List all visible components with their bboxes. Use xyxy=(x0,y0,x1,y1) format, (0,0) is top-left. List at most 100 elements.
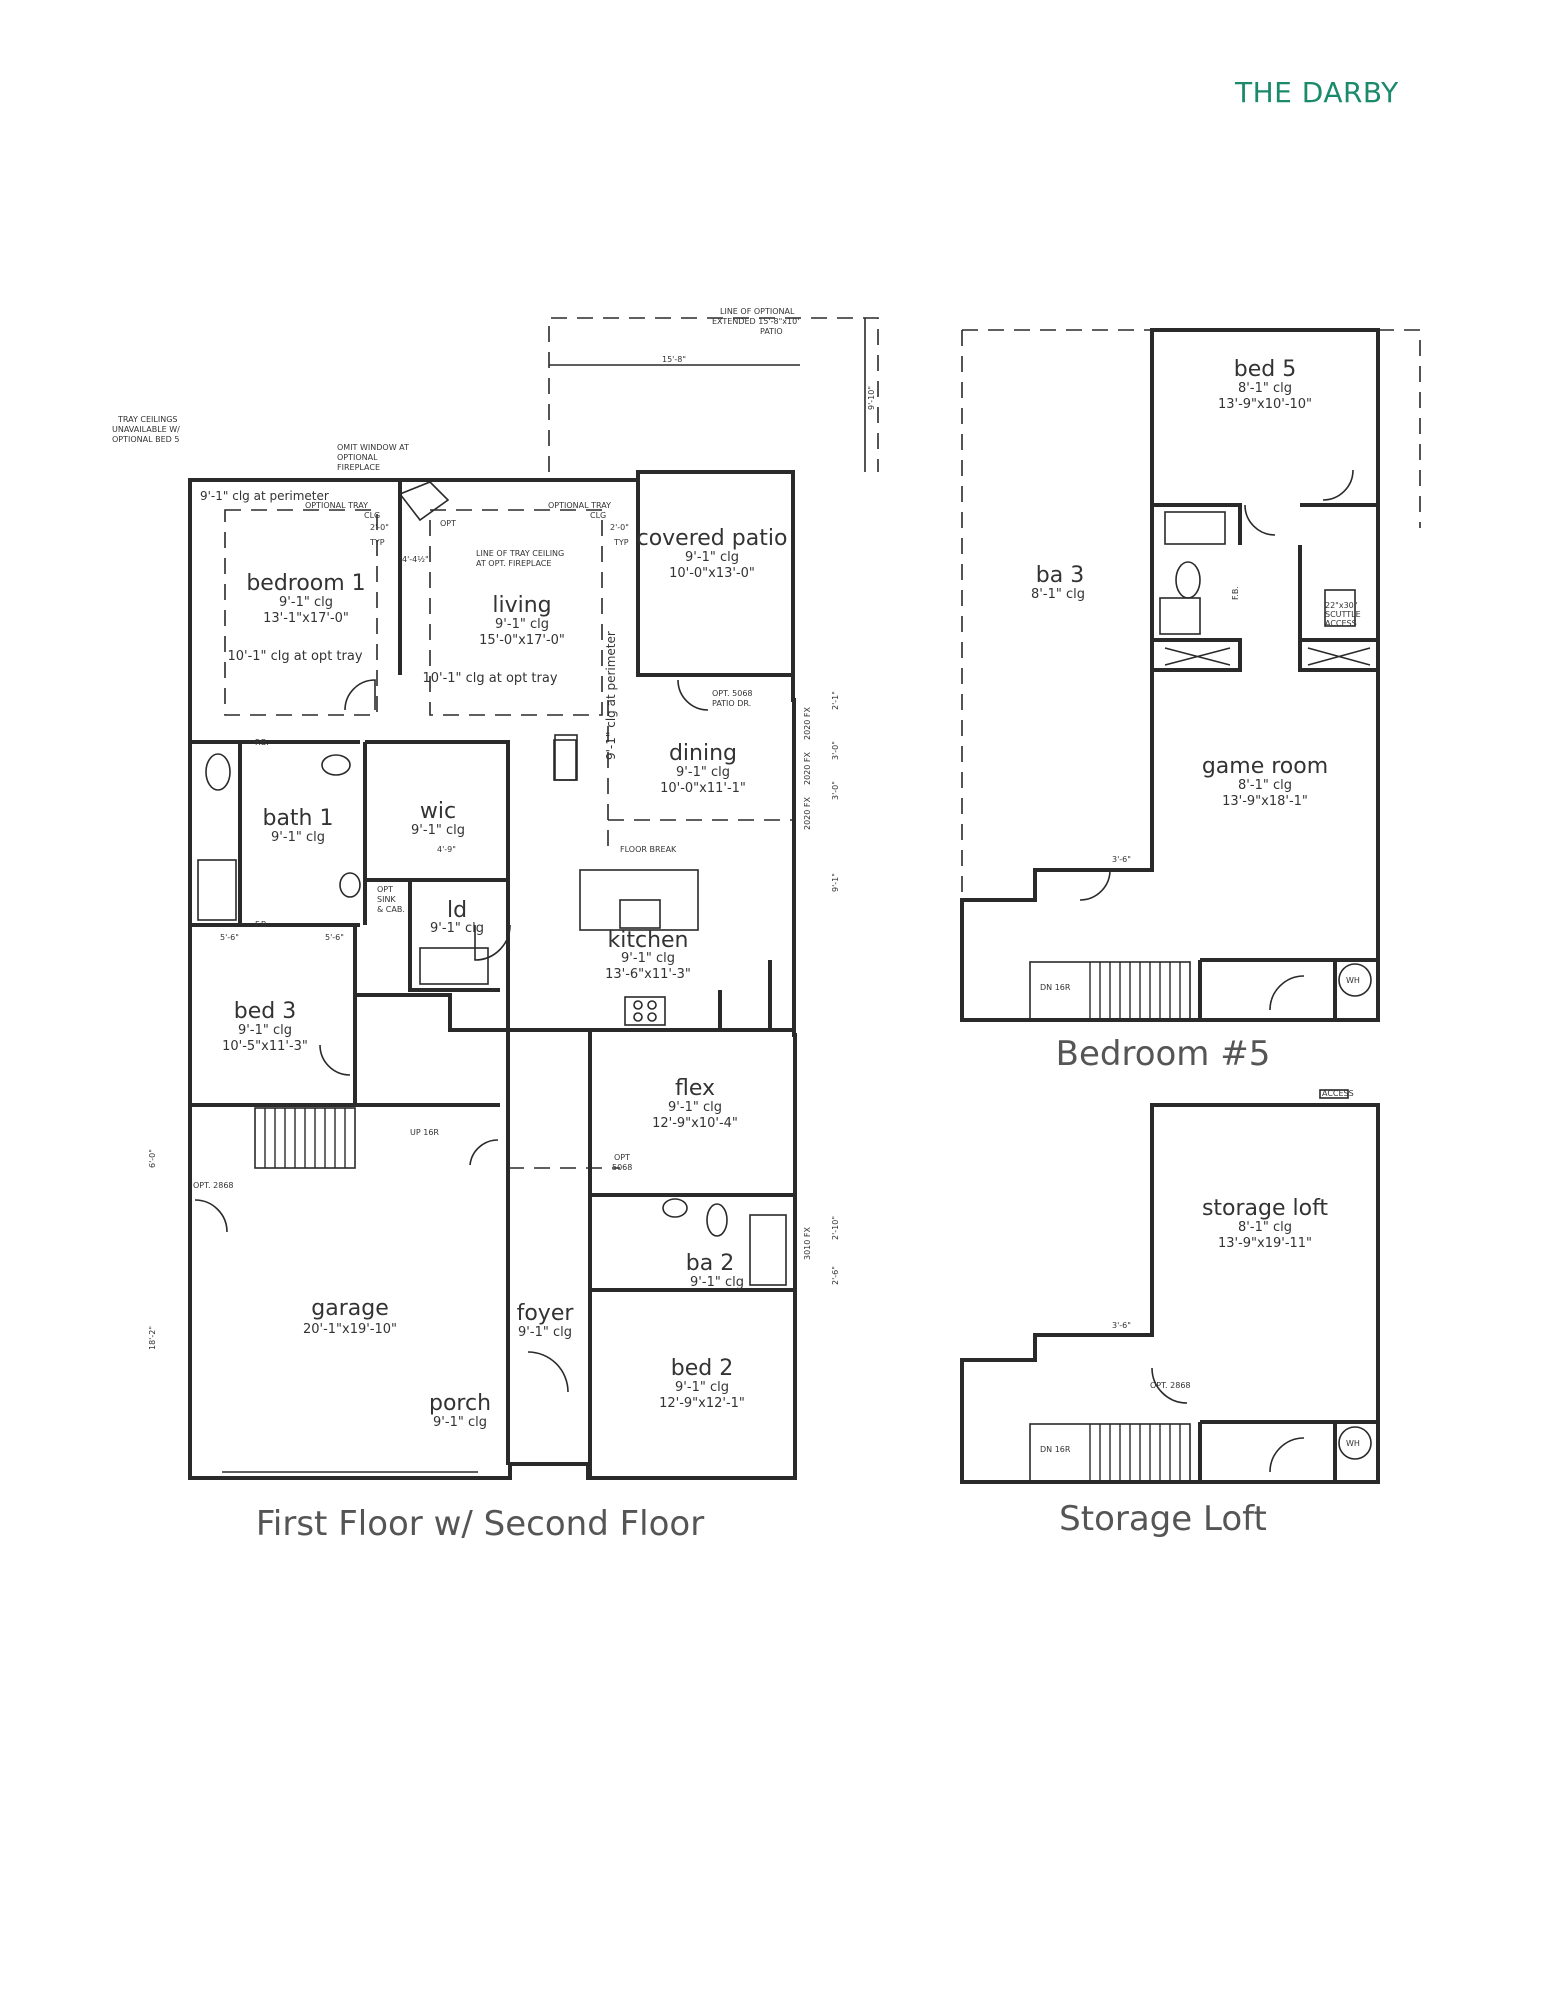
note-tray-1: TRAY CEILINGS xyxy=(117,415,177,424)
dim-3-6-storage: 3'-6" xyxy=(1112,1321,1131,1330)
room-ld-name: ld xyxy=(447,898,467,923)
storage-loft-plan: storage loft 8'-1" clg 13'-9"x19'-11" 3'… xyxy=(960,1089,1380,1484)
room-foyer-name: foyer xyxy=(517,1301,575,1326)
room-garage-size: 20'-1"x19'-10" xyxy=(303,1322,397,1337)
win-3010: 3010 FX xyxy=(803,1226,812,1260)
room-wic-clg: 9'-1" clg xyxy=(411,823,465,838)
room-foyer-clg: 9'-1" clg xyxy=(518,1325,572,1340)
room-storage-size: 13'-9"x19'-11" xyxy=(1218,1236,1312,1251)
room-ld-clg: 9'-1" clg xyxy=(430,921,484,936)
note-opt-2868-storage: OPT. 2868 xyxy=(1150,1381,1191,1390)
room-game-name: game room xyxy=(1202,754,1328,779)
first-floor-notes: TRAY CEILINGS UNAVAILABLE W/ OPTIONAL BE… xyxy=(112,307,876,1350)
win-2020-b: 2020 FX xyxy=(803,751,812,785)
caption-first-floor: First Floor w/ Second Floor xyxy=(256,1504,704,1544)
optional-patio-outline xyxy=(548,317,879,472)
brand-title: THE DARBY xyxy=(1235,76,1399,109)
note-omit-2: OPTIONAL xyxy=(337,453,378,462)
note-omit-3: FIREPLACE xyxy=(337,463,380,472)
dim-2-1: 2'-1" xyxy=(831,691,840,710)
first-floor-plan xyxy=(188,317,879,1480)
room-ba3-clg: 8'-1" clg xyxy=(1031,587,1085,602)
room-bed2-clg: 9'-1" clg xyxy=(675,1380,729,1395)
room-bed5-clg: 8'-1" clg xyxy=(1238,381,1292,396)
note-perimeter-vertical: 9'-1" clg at perimeter xyxy=(604,631,618,760)
first-floor-exterior-walls xyxy=(188,470,797,1480)
room-porch-clg: 9'-1" clg xyxy=(433,1415,487,1430)
note-sink-1: OPT xyxy=(377,885,393,894)
note-wh-bed5: WH xyxy=(1346,976,1360,985)
note-opt-fireplace: OPT xyxy=(440,519,456,528)
room-flex-size: 12'-9"x10'-4" xyxy=(652,1116,738,1131)
note-fb-bed5: F.B. xyxy=(1231,586,1240,600)
note-typ-2: TYP xyxy=(613,538,629,547)
note-clg-2: CLG xyxy=(590,511,606,520)
room-bed3-name: bed 3 xyxy=(234,999,296,1024)
room-bed2-name: bed 2 xyxy=(671,1356,733,1381)
room-living-extra: 10'-1" clg at opt tray xyxy=(422,671,557,686)
room-living-name: living xyxy=(492,593,551,618)
room-bed3-clg: 9'-1" clg xyxy=(238,1023,292,1038)
room-ba2-name: ba 2 xyxy=(686,1251,734,1276)
room-bedroom1-clg: 9'-1" clg xyxy=(279,595,333,610)
room-bed3-size: 10'-5"x11'-3" xyxy=(222,1039,308,1054)
dim-5-6-a: 5'-6" xyxy=(220,933,239,942)
note-typ-1: TYP xyxy=(369,538,385,547)
room-bedroom1-name: bedroom 1 xyxy=(246,571,365,596)
storage-stairs xyxy=(1029,1423,1191,1483)
note-omit-1: OMIT WINDOW AT xyxy=(337,443,409,452)
dim-4-9: 4'-9" xyxy=(437,845,456,854)
dim-2-0-a: 2'-0" xyxy=(370,523,389,532)
note-clg-1: CLG xyxy=(364,511,380,520)
room-patio-size: 10'-0"x13'-0" xyxy=(669,566,755,581)
room-kitchen-clg: 9'-1" clg xyxy=(621,951,675,966)
note-opt-tray-1: OPTIONAL TRAY xyxy=(305,501,368,510)
storage-exterior-walls xyxy=(960,1103,1380,1484)
room-kitchen-name: kitchen xyxy=(608,928,689,953)
dim-5-6-b: 5'-6" xyxy=(325,933,344,942)
room-storage-name: storage loft xyxy=(1202,1196,1328,1221)
bedroom5-stairs xyxy=(1029,961,1191,1021)
dim-2-10: 2'-10" xyxy=(831,1216,840,1240)
dim-2-0-b: 2'-0" xyxy=(610,523,629,532)
room-kitchen-size: 13'-6"x11'-3" xyxy=(605,967,691,982)
note-opt-5068-flex-2: 5068 xyxy=(612,1163,632,1172)
room-patio-name: covered patio xyxy=(637,526,788,551)
room-bed5-name: bed 5 xyxy=(1234,357,1296,382)
note-opt-5068-flex-1: OPT xyxy=(614,1153,630,1162)
room-bed2-size: 12'-9"x12'-1" xyxy=(659,1396,745,1411)
room-bath1-name: bath 1 xyxy=(262,806,333,831)
note-tray-2: UNAVAILABLE W/ xyxy=(112,425,180,434)
dim-3-6-bed5: 3'-6" xyxy=(1112,855,1131,864)
note-fb-1: F.B. xyxy=(255,738,269,747)
dim-4-4: 4'-4½" xyxy=(402,555,429,564)
dim-3-0-a: 3'-0" xyxy=(831,741,840,760)
note-opt-5068-1: OPT. 5068 xyxy=(712,689,753,698)
note-opt-tray-2: OPTIONAL TRAY xyxy=(548,501,611,510)
first-floor-rooms: bedroom 1 9'-1" clg 13'-1"x17'-0" 10'-1"… xyxy=(222,526,787,1430)
room-bedroom1-size: 13'-1"x17'-0" xyxy=(263,611,349,626)
room-wic-name: wic xyxy=(420,799,456,824)
caption-bedroom5: Bedroom #5 xyxy=(1056,1034,1271,1074)
note-patio-1: LINE OF OPTIONAL xyxy=(720,307,795,316)
note-scuttle-1: 22"x30" xyxy=(1325,601,1357,610)
bedroom5-exterior-walls xyxy=(960,328,1380,1022)
first-floor-stairs xyxy=(254,1107,356,1169)
caption-storage-loft: Storage Loft xyxy=(1059,1499,1267,1539)
room-ba3-name: ba 3 xyxy=(1036,563,1084,588)
note-fb-2: F.B. xyxy=(255,920,269,929)
room-dining-clg: 9'-1" clg xyxy=(676,765,730,780)
note-perimeter: 9'-1" clg at perimeter xyxy=(200,489,329,503)
note-tray-3: OPTIONAL BED 5 xyxy=(112,435,179,444)
room-game-clg: 8'-1" clg xyxy=(1238,778,1292,793)
room-game-size: 13'-9"x18'-1" xyxy=(1222,794,1308,809)
room-garage-name: garage xyxy=(311,1296,388,1321)
note-up-16r: UP 16R xyxy=(410,1128,439,1137)
room-storage-clg: 8'-1" clg xyxy=(1238,1220,1292,1235)
room-living-clg: 9'-1" clg xyxy=(495,617,549,632)
note-dn-16r-storage: DN 16R xyxy=(1040,1445,1071,1454)
note-sink-2: SINK xyxy=(377,895,396,904)
note-sink-3: & CAB. xyxy=(377,905,405,914)
note-dn-16r-bed5: DN 16R xyxy=(1040,983,1071,992)
note-opt-2868: OPT. 2868 xyxy=(193,1181,234,1190)
